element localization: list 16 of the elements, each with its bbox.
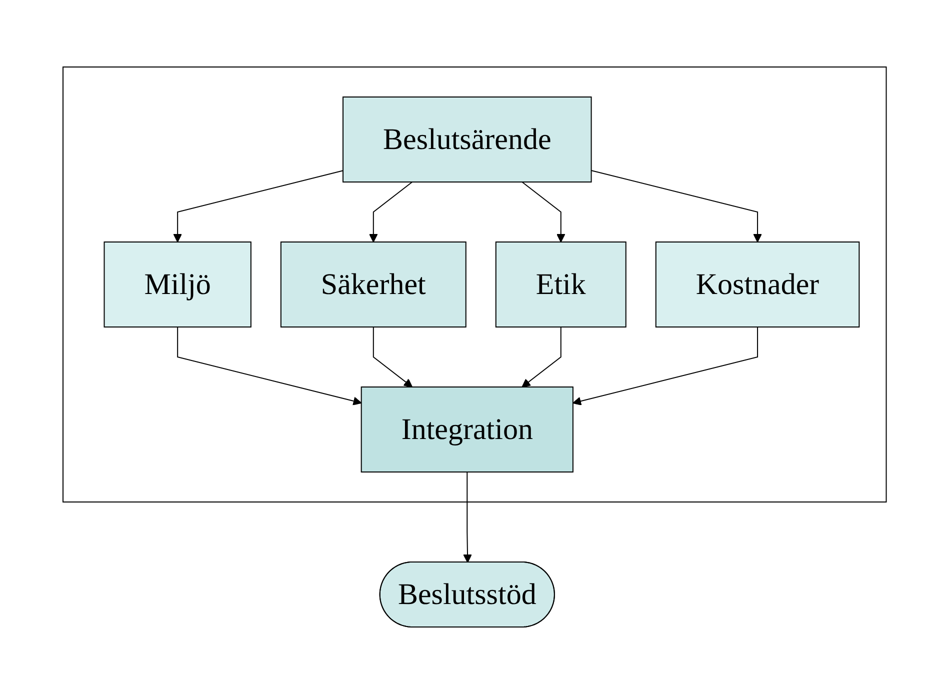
arrow (176, 326, 362, 405)
node-box: Kostnader (655, 241, 860, 327)
arrow (572, 326, 758, 405)
node-box: Säkerhet (280, 241, 466, 327)
node-box: Beslutsärende (342, 96, 592, 182)
arrow (590, 170, 762, 242)
arrow (521, 181, 566, 242)
arrow (462, 471, 472, 562)
cluster (62, 66, 887, 502)
node-box: Integration (360, 386, 574, 472)
node-box: Miljö (104, 241, 252, 327)
arrow (173, 170, 344, 242)
arrow (368, 181, 413, 242)
arrow (372, 326, 412, 387)
arrow (522, 326, 562, 387)
node-box: Etik (495, 241, 626, 327)
